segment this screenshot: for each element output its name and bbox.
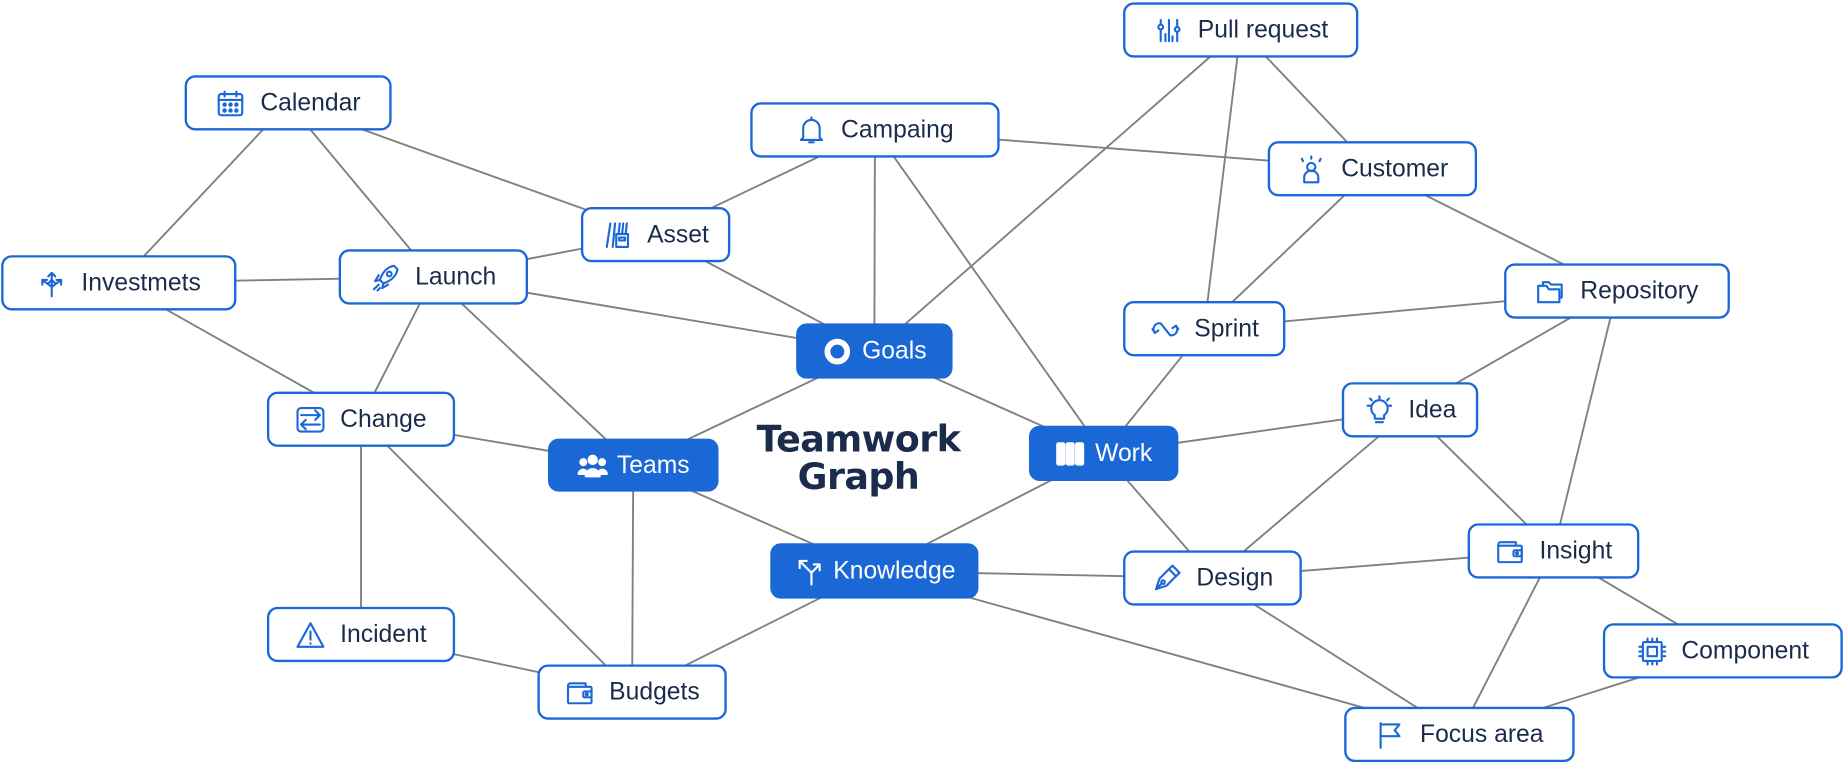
chip-icon <box>1637 636 1666 665</box>
asset-icon <box>606 221 630 248</box>
node-investmets[interactable]: Investmets <box>1 255 237 311</box>
node-pull-request[interactable]: Pull request <box>1123 2 1359 58</box>
target-icon <box>824 338 851 364</box>
node-label: Investmets <box>81 268 201 296</box>
node-label: Knowledge <box>833 556 956 584</box>
node-label: Incident <box>340 620 427 648</box>
edge-teams-budgets <box>631 465 635 693</box>
node-sprint[interactable]: Sprint <box>1123 301 1286 357</box>
node-label: Calendar <box>260 88 361 116</box>
node-goals[interactable]: Goals <box>796 323 953 379</box>
node-calendar[interactable]: Calendar <box>184 75 392 131</box>
node-incident[interactable]: Incident <box>266 606 456 663</box>
columns-icon <box>1056 441 1085 465</box>
node-label: Campaing <box>840 115 954 143</box>
pull-request-icon <box>1156 18 1181 42</box>
node-budgets[interactable]: Budgets <box>537 664 727 720</box>
node-work[interactable]: Work <box>1029 425 1179 481</box>
node-teams[interactable]: Teams <box>548 438 719 492</box>
lightbulb-icon <box>1366 394 1392 423</box>
node-label: Launch <box>415 262 497 290</box>
wallet-icon <box>1497 540 1523 563</box>
node-knowledge[interactable]: Knowledge <box>770 543 979 599</box>
node-campaing[interactable]: Campaing <box>750 102 1000 158</box>
edge-campaing-work <box>874 129 1105 454</box>
node-label: Goals <box>862 336 927 364</box>
pen-icon <box>1155 564 1181 590</box>
people-icon <box>577 454 608 477</box>
node-label: Change <box>340 405 427 433</box>
node-launch[interactable]: Launch <box>338 249 529 305</box>
split-arrows-icon <box>41 271 63 297</box>
folders-icon <box>1536 280 1563 303</box>
edge-insight-focus-area <box>1458 550 1555 735</box>
edge-pull-request-sprint <box>1203 29 1242 329</box>
diagram-title: Teamwork Graph <box>729 421 988 496</box>
node-label: Repository <box>1580 276 1699 304</box>
title-line-2: Graph <box>797 456 920 499</box>
node-component[interactable]: Component <box>1602 623 1843 679</box>
node-label: Design <box>1196 563 1274 591</box>
node-insight[interactable]: Insight <box>1467 523 1640 579</box>
flag-icon <box>1380 721 1402 749</box>
calendar-icon <box>218 90 244 116</box>
swap-icon <box>296 406 325 433</box>
node-label: Component <box>1681 636 1810 664</box>
node-label: Sprint <box>1194 314 1259 342</box>
wallet-icon <box>566 681 593 704</box>
node-asset[interactable]: Asset <box>580 206 731 263</box>
node-label: Asset <box>647 220 709 248</box>
edge-repository-insight <box>1552 290 1618 552</box>
node-customer[interactable]: Customer <box>1267 141 1478 197</box>
node-label: Idea <box>1408 395 1457 423</box>
title-line-1: Teamwork <box>756 418 961 461</box>
sprint-icon <box>1150 321 1179 336</box>
node-label: Budgets <box>609 677 700 706</box>
node-repository[interactable]: Repository <box>1504 263 1730 319</box>
node-change[interactable]: Change <box>266 391 456 447</box>
edge-pull-request-goals <box>873 29 1242 352</box>
edge-launch-teams <box>432 276 634 466</box>
warning-icon <box>296 621 325 648</box>
node-design[interactable]: Design <box>1123 550 1302 606</box>
customer-icon <box>1301 154 1323 183</box>
node-label: Customer <box>1341 154 1449 182</box>
node-label: Focus area <box>1419 720 1544 748</box>
edge-change-budgets <box>360 418 633 693</box>
node-label: Pull request <box>1197 15 1329 43</box>
edge-calendar-investmets <box>118 102 289 284</box>
node-idea[interactable]: Idea <box>1341 382 1479 438</box>
edge-campaing-goals <box>873 129 876 352</box>
node-label: Teams <box>616 450 690 479</box>
edge-idea-design <box>1211 409 1411 579</box>
node-label: Work <box>1095 439 1153 467</box>
node-focus-area[interactable]: Focus area <box>1344 706 1575 763</box>
node-label: Insight <box>1539 536 1613 564</box>
branch-icon <box>798 559 821 585</box>
rocket-icon <box>372 264 399 291</box>
bell-icon <box>799 115 824 143</box>
edge-calendar-launch <box>287 102 435 278</box>
